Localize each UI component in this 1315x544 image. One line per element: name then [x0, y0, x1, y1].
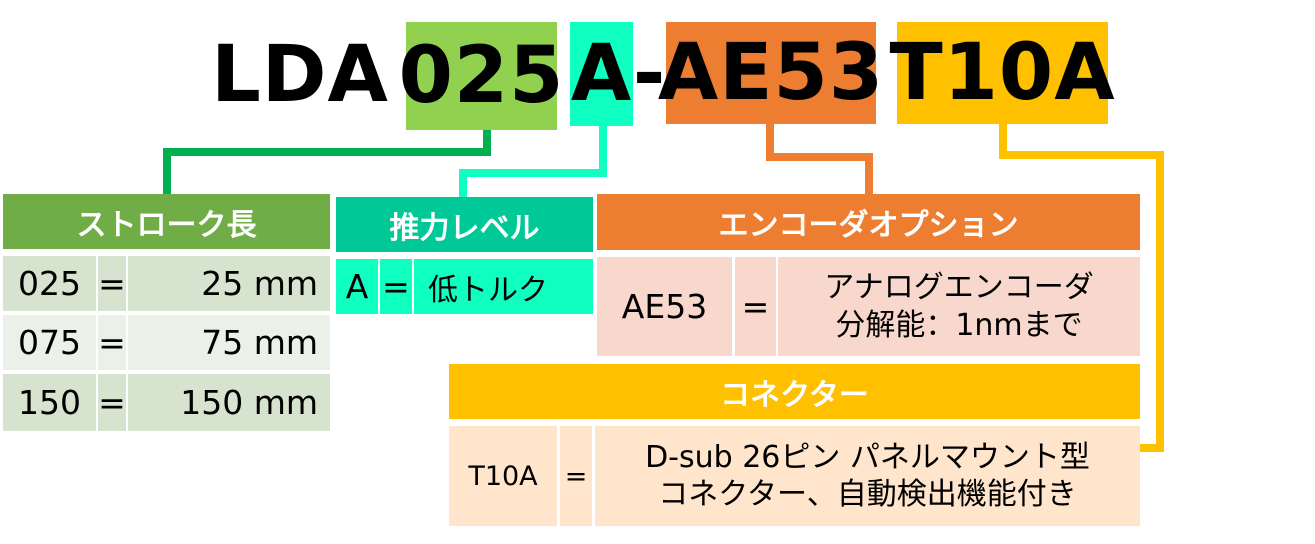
stroke-value: 25 mm — [128, 256, 330, 311]
code-connector: T10A — [889, 22, 1115, 124]
equals-sign: = — [98, 374, 126, 431]
stroke-table-header: ストローク長 — [3, 194, 330, 249]
equals-sign: = — [735, 257, 776, 356]
equals-sign: = — [98, 256, 126, 311]
stroke-code: 075 — [3, 315, 96, 370]
stroke-code: 150 — [3, 374, 96, 431]
thrust-table-header: 推力レベル — [336, 197, 593, 252]
stroke-value: 150 mm — [128, 374, 330, 431]
connector-code: T10A — [449, 426, 557, 526]
encoder-value: アナログエンコーダ 分解能：1nmまで — [778, 257, 1140, 356]
thrust-code: A — [336, 259, 378, 314]
connector-value-line1: D-sub 26ピン パネルマウント型 — [645, 439, 1090, 475]
equals-sign: = — [98, 315, 126, 370]
connector-value-line2: コネクター、自動検出機能付き — [658, 477, 1077, 512]
connector-connector-line — [999, 124, 1164, 452]
thrust-connector-line — [459, 126, 607, 197]
code-dash: - — [632, 29, 667, 119]
thrust-value: 低トルク — [414, 259, 593, 314]
connector-value: D-sub 26ピン パネルマウント型 コネクター、自動検出機能付き — [595, 426, 1140, 526]
code-stroke: 025 — [399, 22, 563, 130]
encoder-table-header: エンコーダオプション — [597, 194, 1140, 250]
code-encoder: AE53 — [658, 22, 883, 124]
encoder-code: AE53 — [597, 257, 732, 356]
stroke-code: 025 — [3, 256, 96, 311]
code-thrust: A — [570, 22, 633, 126]
stroke-value: 75 mm — [128, 315, 330, 370]
connector-table-header: コネクター — [449, 364, 1140, 419]
stroke-connector-line — [163, 130, 491, 194]
encoder-value-line2: 分解能：1nmまで — [835, 307, 1083, 343]
equals-sign: = — [560, 426, 592, 526]
equals-sign: = — [380, 259, 412, 314]
encoder-value-line1: アナログエンコーダ — [824, 270, 1094, 305]
encoder-connector-line — [766, 124, 873, 194]
code-prefix: LDA — [211, 30, 389, 120]
